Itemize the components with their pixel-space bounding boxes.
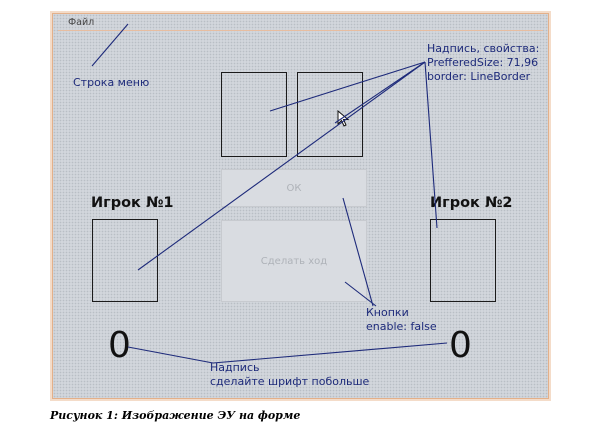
label-props-line-2: PrefferedSize: 71,96 <box>427 56 539 69</box>
make-move-button[interactable]: Сделать ход <box>221 220 367 302</box>
figure-caption: Рисунок 1: Изображение ЭУ на форме <box>50 409 301 422</box>
mouse-cursor-icon <box>337 110 350 127</box>
player-1-title: Игрок №1 <box>91 195 174 211</box>
label-props-line-1: Надпись, свойства: <box>427 42 540 55</box>
player-2-title: Игрок №2 <box>430 195 513 211</box>
buttons-annotation-line-1: Кнопки <box>366 306 409 319</box>
card-label-2 <box>297 72 363 157</box>
menu-bar-annotation: Строка меню <box>73 76 150 89</box>
player-1-score: 0 <box>108 325 131 366</box>
player-2-score: 0 <box>449 325 472 366</box>
score-annotation-line-2: сделайте шрифт побольше <box>210 375 370 388</box>
label-props-line-3: border: LineBorder <box>427 70 531 83</box>
score-annotation-line-1: Надпись <box>210 361 260 374</box>
player-1-card <box>92 219 158 302</box>
card-label-1 <box>221 72 287 157</box>
ok-button[interactable]: ОК <box>221 169 367 207</box>
buttons-annotation-line-2: enable: false <box>366 320 437 333</box>
player-2-card <box>430 219 496 302</box>
menu-bar: Файл <box>58 15 543 31</box>
menu-file[interactable]: Файл <box>68 17 95 28</box>
